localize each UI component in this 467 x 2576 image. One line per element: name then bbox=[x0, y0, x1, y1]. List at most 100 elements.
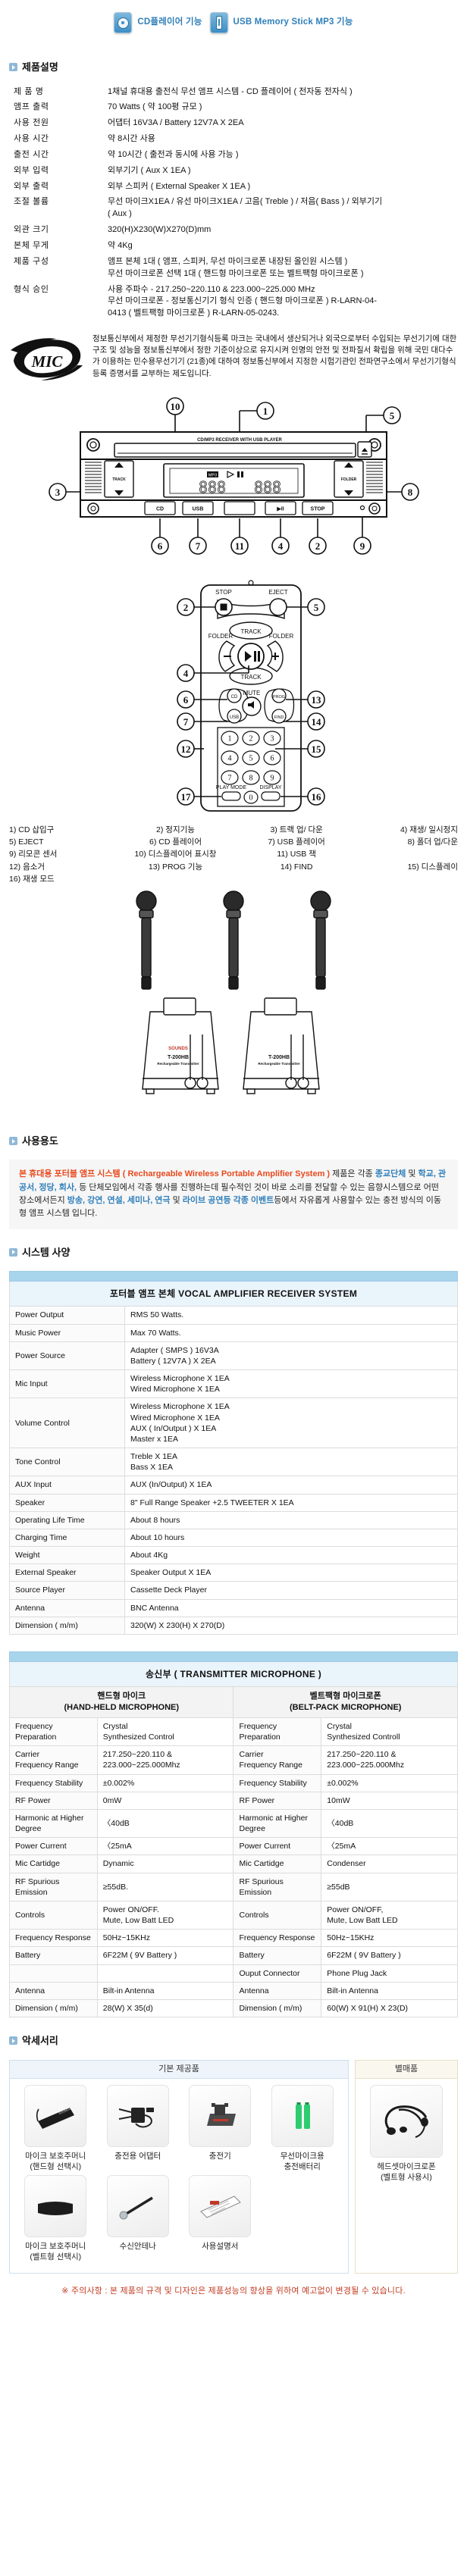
legend-item: 12) 음소거 bbox=[9, 862, 45, 872]
accessory-caption: 충전용 어댑터 bbox=[114, 2151, 161, 2161]
spec-key: External Speaker bbox=[9, 1563, 125, 1582]
spec-value: Power ON/OFF. Mute, Low Batt LED bbox=[96, 1900, 234, 1930]
usage-part: 등 단체모임에서 각종 행사를 진행하는데 필수적인 것이 바로 소리를 전달할… bbox=[19, 1182, 439, 1205]
spec-value: 외부 스피커 ( External Speaker X 1EA ) bbox=[108, 181, 251, 191]
remote-key-2[interactable] bbox=[242, 731, 260, 746]
remote-control-diagram: STOP EJECT TRACK TRACK FOLDER FOLDER bbox=[0, 576, 467, 818]
spec-value: 50Hz~15KHz bbox=[321, 1929, 458, 1948]
lcd-mp3-tag: MP3 bbox=[208, 474, 217, 478]
spec-key: 제 품 명 bbox=[14, 86, 44, 96]
front-button-usb[interactable] bbox=[182, 501, 214, 515]
spec-key: Frequency Preparation bbox=[233, 1717, 322, 1747]
remote-key-7[interactable] bbox=[221, 770, 239, 785]
spec-value: 217.250~220.110 & 223.000~225.000Mhz bbox=[321, 1745, 458, 1775]
usage-part: 본 휴대용 포터블 앰프 시스템 ( Rechargeable Wireless… bbox=[19, 1169, 331, 1179]
remote-callout-6: 6 bbox=[183, 694, 189, 706]
usage-description: 본 휴대용 포터블 앰프 시스템 ( Rechargeable Wireless… bbox=[9, 1160, 458, 1229]
spec-row: 외부 입력 외부기기 ( Aux X 1EA ) bbox=[9, 165, 458, 177]
legend-item: 4) 재생/ 일시정지 bbox=[400, 825, 458, 835]
spec-row: 사용 시간 약 8시간 사용 bbox=[9, 133, 458, 146]
spec-key: Dimension ( m/m) bbox=[9, 1616, 125, 1635]
front-button-play-pause[interactable] bbox=[265, 501, 296, 515]
remote-display-label: DISPLAY bbox=[259, 785, 281, 790]
spec-row: 제 품 명 1채널 휴대용 출전식 무선 앰프 시스템 - CD 플레이어 ( … bbox=[9, 86, 458, 99]
remote-key-3[interactable] bbox=[263, 731, 281, 746]
spec-key: 외부 입력 bbox=[14, 165, 49, 175]
mic-logo-icon: MIC bbox=[9, 333, 85, 382]
remote-key-9[interactable] bbox=[263, 770, 281, 785]
remote-cd-button[interactable] bbox=[227, 688, 242, 703]
spec-value: 외부기기 ( Aux X 1EA ) bbox=[108, 165, 191, 175]
lcd-digits-left: 888 bbox=[199, 478, 226, 496]
front-usb-jack[interactable] bbox=[224, 501, 255, 515]
front-button-cd[interactable] bbox=[144, 501, 176, 515]
remote-usb-button[interactable] bbox=[227, 709, 242, 724]
feature-bar: CD플레이어 기능 USB Memory Stick MP3 기능 bbox=[0, 0, 467, 44]
spec-value: ±0.002% bbox=[96, 1773, 234, 1792]
spec-value: Wireless Microphone X 1EA Wired Micropho… bbox=[124, 1369, 458, 1399]
legend-item: 13) PROG 기능 bbox=[148, 862, 203, 872]
spec-key: RF Power bbox=[233, 1791, 322, 1810]
svg-text:MIC: MIC bbox=[31, 352, 64, 371]
remote-find-label: FIND bbox=[274, 715, 284, 720]
remote-key-9-label: 9 bbox=[271, 775, 274, 783]
remote-key-1[interactable] bbox=[221, 731, 239, 746]
spec-key: Controls bbox=[9, 1900, 98, 1930]
callout-3: 3 bbox=[55, 487, 61, 498]
mic-pouch-icon: SOUNDS bbox=[24, 2084, 87, 2147]
remote-track-down-label[interactable]: TRACK bbox=[240, 674, 262, 681]
remote-display-button[interactable] bbox=[261, 791, 281, 801]
feature-cd-label: CD플레이어 기능 bbox=[137, 17, 202, 27]
product-spec-list: 제 품 명 1채널 휴대용 출전식 무선 앰프 시스템 - CD 플레이어 ( … bbox=[9, 86, 458, 321]
section-title: 악세서리 bbox=[22, 2035, 58, 2047]
remote-key-0[interactable] bbox=[243, 790, 259, 804]
spec-value: Cassette Deck Player bbox=[124, 1581, 458, 1600]
table-row: RF Power 0mW RF Power 10mW bbox=[9, 1791, 458, 1810]
track-knob-label[interactable]: TRACK bbox=[112, 477, 126, 482]
spec-value: 어댑터 16V3A / Battery 12V7A X 2EA bbox=[108, 118, 244, 128]
front-button-cd-label: CD bbox=[156, 507, 164, 512]
front-button-stop[interactable] bbox=[302, 501, 334, 515]
spec-value: 10mW bbox=[321, 1791, 458, 1810]
spec-value: Bilt-in Antenna bbox=[321, 1981, 458, 2000]
remote-callout-14: 14 bbox=[312, 716, 322, 728]
spec-key: Frequency Preparation bbox=[9, 1717, 98, 1747]
table-row: Volume Control Wireless Microphone X 1EA… bbox=[9, 1398, 458, 1449]
remote-find-button[interactable] bbox=[271, 709, 287, 724]
section-title: 사용용도 bbox=[22, 1135, 58, 1147]
spec-row: 출전 시간 약 10시간 ( 출전과 동시에 사용 가능 ) bbox=[9, 149, 458, 161]
accessory-item: 무선마이크용 충전배터리 bbox=[262, 2084, 344, 2172]
spec-key: Carrier Frequency Range bbox=[9, 1745, 98, 1775]
remote-prog-label: PROG bbox=[273, 695, 285, 700]
spec-value: AUX (In/Output) X 1EA bbox=[124, 1476, 458, 1495]
spec-key: 사용 시간 bbox=[14, 134, 49, 144]
folder-knob-label[interactable]: FOLDER bbox=[341, 477, 357, 482]
table-row: Dimension ( m/m) 28(W) X 35(d) Dimension… bbox=[9, 1999, 458, 2018]
remote-key-4[interactable] bbox=[221, 750, 239, 765]
remote-prog-button[interactable] bbox=[271, 688, 287, 703]
accessory-item: 마이크 보호주머니 (벨트형 선택시) bbox=[14, 2174, 97, 2262]
table-band bbox=[9, 1651, 458, 1662]
battery-icon bbox=[271, 2084, 334, 2147]
accessory-item-empty bbox=[262, 2175, 344, 2262]
spec-key: Source Player bbox=[9, 1581, 125, 1600]
remote-track-up-label[interactable]: TRACK bbox=[240, 628, 262, 635]
spec-value: About 8 hours bbox=[124, 1510, 458, 1529]
remote-callout-4: 4 bbox=[183, 668, 189, 679]
spec-value: 217.250~220.110 & 223.000~225.000Mhz bbox=[96, 1745, 234, 1775]
remote-play-mode-button[interactable] bbox=[221, 791, 241, 801]
spec-value: Crystal Synthesized Controll bbox=[321, 1717, 458, 1747]
manual-icon bbox=[189, 2174, 252, 2237]
spec-key bbox=[9, 1964, 98, 1983]
callout-8: 8 bbox=[408, 487, 413, 498]
lcd-digits-right: 888 bbox=[254, 478, 281, 496]
spec-key: Carrier Frequency Range bbox=[233, 1745, 322, 1775]
remote-key-8[interactable] bbox=[242, 770, 260, 785]
spec-key: Mic Cartidge bbox=[9, 1855, 98, 1873]
remote-key-6[interactable] bbox=[263, 750, 281, 765]
front-panel-brand-text: CD/MP3 RECEIVER WITH USB PLAYER bbox=[197, 438, 282, 443]
table-subheader-row: 핸드형 마이크 (HAND-HELD MICROPHONE) 벨트팩형 마이크로… bbox=[8, 1686, 458, 1718]
spec-key: Harmonic at Higher Degree bbox=[9, 1808, 98, 1839]
remote-key-5[interactable] bbox=[242, 750, 260, 765]
legend-item: 10) 디스플레이어 표시창 bbox=[134, 850, 217, 859]
